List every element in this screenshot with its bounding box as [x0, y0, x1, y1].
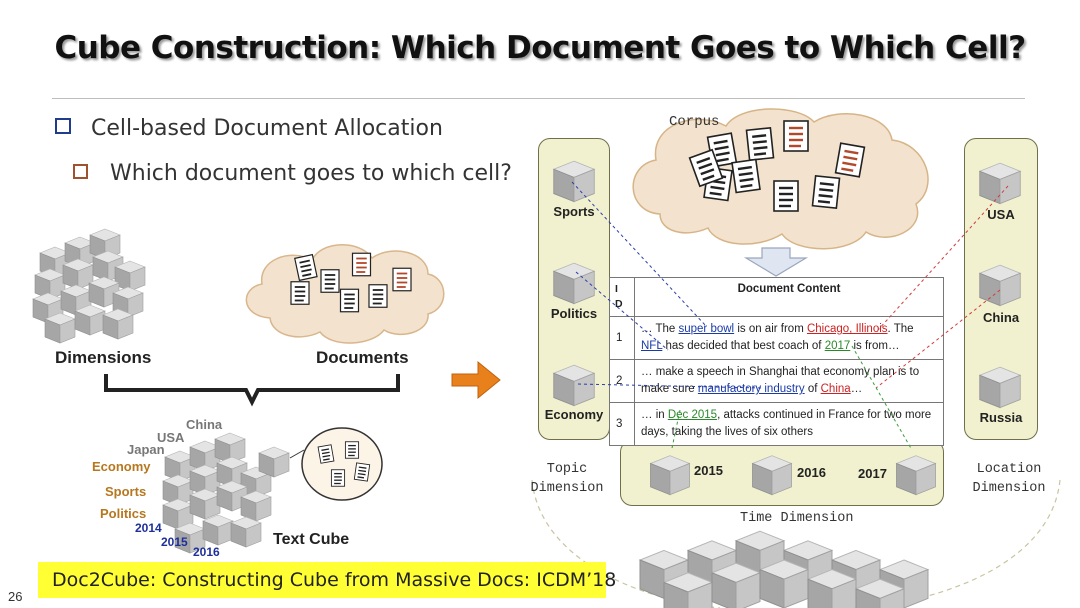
year-label-2015: 2015: [161, 535, 188, 549]
location-label-china: China: [186, 417, 223, 432]
highlighted-entity: Chicago, Illinois: [806, 323, 888, 335]
highlighted-entity: 2017: [824, 340, 851, 352]
brace-connector: [104, 374, 400, 407]
year-label-2014: 2014: [135, 521, 162, 535]
highlighted-entity: Dec 2015: [667, 409, 718, 421]
square-bullet-icon: [73, 164, 88, 179]
location-cell-china: China: [982, 310, 1020, 325]
row-text-segment: …: [850, 383, 863, 395]
location-cell-russia: Russia: [979, 410, 1023, 425]
row-id: 3: [609, 402, 635, 446]
topic-cell-economy: Economy: [544, 407, 604, 422]
page-number: 26: [8, 589, 23, 604]
bullet-level-2-text: Which document goes to which cell?: [110, 161, 512, 186]
topic-cell-politics: Politics: [550, 306, 598, 321]
citation-banner: Doc2Cube: Constructing Cube from Massive…: [38, 562, 616, 598]
row-text-segment: … in: [641, 409, 668, 421]
bullet-level-1: Cell-based Document Allocation: [55, 116, 443, 141]
dimensions-label: Dimensions: [55, 348, 152, 367]
row-text-segment: has decided that best coach of: [662, 340, 825, 352]
row-content: … in Dec 2015, attacks continued in Fran…: [634, 402, 944, 446]
cell-documents-circle-icon: [301, 427, 383, 501]
highlighted-entity: manufactory industry: [697, 383, 805, 395]
documents-cloud-icon: [245, 244, 445, 344]
row-text-segment: , attacks continued in France for two mo…: [641, 409, 932, 438]
topic-label-politics: Politics: [100, 506, 147, 521]
table-header-row: I D Document Content: [609, 277, 944, 317]
row-text-segment: of: [804, 383, 821, 395]
time-dimension-label: Time Dimension: [740, 511, 854, 526]
time-cell-2017: 2017: [858, 466, 887, 481]
table-row: 3 … in Dec 2015, attacks continued in Fr…: [609, 402, 944, 446]
highlighted-entity: super bowl: [678, 323, 735, 335]
row-text-segment: is on air from: [734, 323, 807, 335]
topic-dimension-label: Topic Dimension: [530, 462, 604, 496]
highlighted-entity: NFL: [641, 340, 663, 352]
row-text-segment: … The: [641, 323, 679, 335]
time-cell-2016: 2016: [797, 465, 826, 480]
row-content: … The super bowl is on air from Chicago,…: [634, 316, 944, 360]
transition-arrow-icon: [451, 360, 501, 400]
topic-label-sports: Sports: [105, 484, 147, 499]
location-dimension-label: Location Dimension: [972, 462, 1046, 496]
content-column-header: Document Content: [634, 277, 944, 317]
bullet-level-1-text: Cell-based Document Allocation: [91, 116, 443, 141]
row-id: 2: [609, 359, 635, 403]
text-cube-label: Text Cube: [273, 531, 350, 548]
time-cell-2015: 2015: [694, 463, 723, 478]
row-id: 1: [609, 316, 635, 360]
table-row: 1 … The super bowl is on air from Chicag…: [609, 316, 944, 360]
location-cell-usa: USA: [987, 207, 1015, 222]
location-label-usa: USA: [157, 430, 185, 445]
left-diagram-graphics: [32, 228, 445, 554]
bullet-level-2: Which document goes to which cell?: [73, 161, 512, 186]
table-row: 2 … make a speech in Shanghai that econo…: [609, 359, 944, 403]
down-arrow-icon: [743, 247, 809, 277]
topic-label-economy: Economy: [92, 459, 151, 474]
row-content: … make a speech in Shanghai that economy…: [634, 359, 944, 403]
row-text-segment: is from…: [850, 340, 900, 352]
slide-title: Cube Construction: Which Document Goes t…: [54, 30, 1026, 66]
topic-cell-sports: Sports: [553, 204, 595, 219]
corpus-label: Corpus: [669, 114, 720, 130]
highlighted-entity: China: [820, 383, 851, 395]
square-bullet-icon: [55, 118, 71, 134]
corpus-cloud-icon: [632, 108, 929, 250]
year-label-2016: 2016: [193, 545, 220, 559]
documents-label: Documents: [316, 348, 409, 367]
location-label-japan: Japan: [127, 442, 165, 457]
document-content-table: I D Document Content 1 … The super bowl …: [609, 277, 944, 446]
title-divider: [52, 98, 1025, 99]
row-text-segment: . The: [887, 323, 914, 335]
